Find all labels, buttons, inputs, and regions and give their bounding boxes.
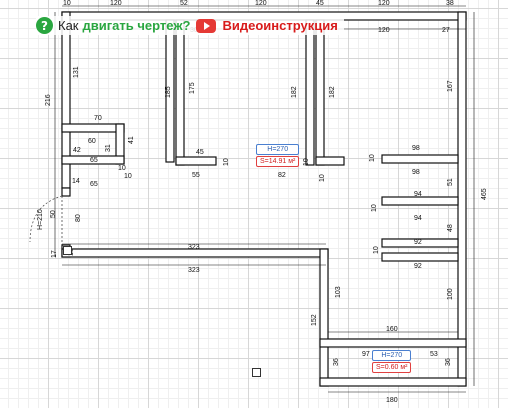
help-toolbar: ? Как двигать чертеж? Видеоинструкция <box>36 16 344 35</box>
dim-c10c: 10 <box>319 174 326 182</box>
wall-small-room-bottom[interactable] <box>61 155 125 165</box>
wall-right[interactable] <box>457 11 467 387</box>
wall-bottom[interactable] <box>319 377 467 387</box>
door-arc <box>29 195 63 243</box>
dim-r10c: 10 <box>373 246 380 254</box>
wall-right-room[interactable] <box>315 19 325 166</box>
dim-c185: 185 <box>165 86 172 98</box>
dim-c45: 45 <box>196 149 204 156</box>
dim-b97: 97 <box>362 351 370 358</box>
dim-l10a: 10 <box>118 165 126 172</box>
wall-center-left[interactable] <box>175 19 185 166</box>
wall-right-1[interactable] <box>381 154 459 164</box>
help-text: Как <box>58 18 79 33</box>
room-area-badge: S=14.91 м² <box>256 156 300 167</box>
dim-t120: 120 <box>110 0 122 7</box>
dim-r92b: 92 <box>414 263 422 270</box>
help-icon[interactable]: ? <box>36 17 53 34</box>
dim-b160: 160 <box>386 326 398 333</box>
resize-handle[interactable] <box>252 368 261 377</box>
dim-l42: 42 <box>73 147 81 154</box>
dim-l10b: 10 <box>124 173 132 180</box>
dim-l14: 14 <box>72 178 80 185</box>
dim-r98b: 98 <box>412 169 420 176</box>
wall-bottom-corridor[interactable] <box>319 248 329 387</box>
dim-t52: 52 <box>180 0 188 7</box>
dim-l80: 80 <box>75 214 82 222</box>
dim-b180: 180 <box>386 397 398 404</box>
dim-c182b: 182 <box>329 86 336 98</box>
dim-r94: 94 <box>414 191 422 198</box>
dim-t120c: 120 <box>378 0 390 7</box>
dim-r167: 167 <box>447 80 454 92</box>
dim-r465: 465 <box>481 188 488 200</box>
dim-l41: 41 <box>128 136 135 144</box>
wall-center-right[interactable] <box>305 19 315 166</box>
room-tag-main[interactable]: H=270 S=14.91 м² <box>256 144 300 167</box>
dim-c55: 55 <box>192 172 200 179</box>
dim-b36b: 36 <box>445 358 452 366</box>
wall-right-3[interactable] <box>381 238 459 248</box>
dim-r98: 98 <box>412 145 420 152</box>
dim-c182: 182 <box>291 86 298 98</box>
dim-t120d: 120 <box>378 27 390 34</box>
help-link[interactable]: двигать чертеж? <box>82 18 191 33</box>
dim-t27: 27 <box>442 27 450 34</box>
dim-l60: 60 <box>88 138 96 145</box>
dim-t45: 45 <box>316 0 324 7</box>
dim-b323: 323 <box>188 244 200 251</box>
dim-l216: 216 <box>45 94 52 106</box>
wall-small-room-2-top[interactable] <box>319 338 467 348</box>
dim-l131: 131 <box>73 66 80 78</box>
dim-c10: 10 <box>223 158 230 166</box>
dim-l70: 70 <box>94 115 102 122</box>
dim-b53: 53 <box>430 351 438 358</box>
dim-l65: 65 <box>90 157 98 164</box>
wall-small-room-top[interactable] <box>61 123 125 133</box>
dim-r48: 48 <box>447 224 454 232</box>
dim-door-height: H=210 <box>37 209 44 230</box>
room-area-badge-small: S=0.60 м² <box>372 362 412 373</box>
video-instruction-link[interactable]: Видеоинструкция <box>222 18 338 33</box>
dim-l65b: 65 <box>90 181 98 188</box>
wall-right-2[interactable] <box>381 196 459 206</box>
dim-l50: 50 <box>50 210 57 218</box>
room-height-badge-small: H=270 <box>372 350 412 361</box>
wall-center-stub[interactable] <box>175 156 217 166</box>
wall-right-4[interactable] <box>381 252 459 262</box>
dim-b100: 100 <box>447 288 454 300</box>
dim-t38: 38 <box>446 0 454 7</box>
dim-c10b: 10 <box>303 158 310 166</box>
wall-lower-left[interactable] <box>61 187 71 197</box>
dim-l31: 31 <box>105 144 112 152</box>
dim-t120b: 120 <box>255 0 267 7</box>
dim-r51: 51 <box>447 178 454 186</box>
dim-r10: 10 <box>369 154 376 162</box>
dim-b103: 103 <box>335 286 342 298</box>
dim-l17: 17 <box>51 250 58 258</box>
dim-b36: 36 <box>333 358 340 366</box>
dim-r10b: 10 <box>371 204 378 212</box>
dim-b152: 152 <box>311 314 318 326</box>
dim-r92: 92 <box>414 239 422 246</box>
dim-c175: 175 <box>189 82 196 94</box>
dim-c82: 82 <box>278 172 286 179</box>
room-tag-small[interactable]: H=270 S=0.60 м² <box>372 350 412 373</box>
room-height-badge: H=270 <box>256 144 300 155</box>
dim-t10: 10 <box>63 0 71 7</box>
video-play-icon[interactable] <box>196 18 217 33</box>
corner-handle[interactable] <box>63 246 72 255</box>
dim-b323b: 323 <box>188 267 200 274</box>
dim-r94b: 94 <box>414 215 422 222</box>
wall-right-room-bottom[interactable] <box>315 156 345 166</box>
